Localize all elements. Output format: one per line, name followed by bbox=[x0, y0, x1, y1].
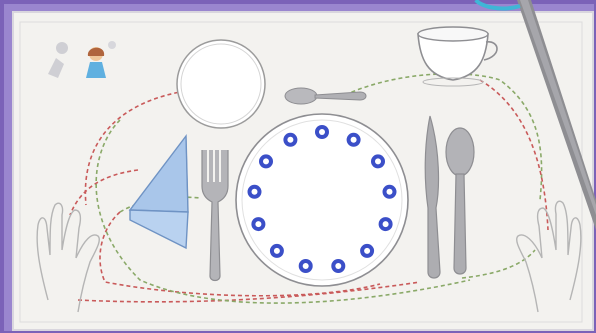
plate-dot-center bbox=[274, 248, 280, 254]
plate-dot-center bbox=[319, 129, 325, 135]
plate-dot-center bbox=[364, 248, 370, 254]
plate-dot-center bbox=[263, 158, 269, 164]
plate-dot-center bbox=[255, 221, 261, 227]
plate-dot-center bbox=[303, 263, 309, 269]
bread-plate-icon bbox=[177, 40, 265, 128]
dinner-plate-icon bbox=[236, 114, 408, 286]
plate-dot-center bbox=[351, 137, 357, 143]
plate-dot-center bbox=[383, 221, 389, 227]
plate-dot-center bbox=[252, 189, 258, 195]
plate-dot-center bbox=[387, 189, 393, 195]
plate-dot-center bbox=[335, 263, 341, 269]
plate-dot-center bbox=[287, 137, 293, 143]
plate-dot-center bbox=[375, 158, 381, 164]
